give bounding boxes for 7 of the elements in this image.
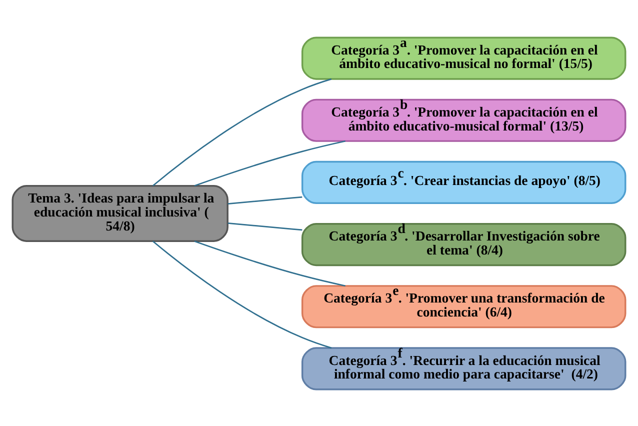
node-box: Tema 3. 'Ideas para impulsar la educación musical inclusiva' ( 54/8) <box>12 184 228 242</box>
connector <box>228 196 302 204</box>
connector <box>194 240 346 286</box>
connector <box>152 240 332 348</box>
connector <box>194 140 346 186</box>
connector <box>228 222 302 230</box>
connector <box>152 78 332 186</box>
